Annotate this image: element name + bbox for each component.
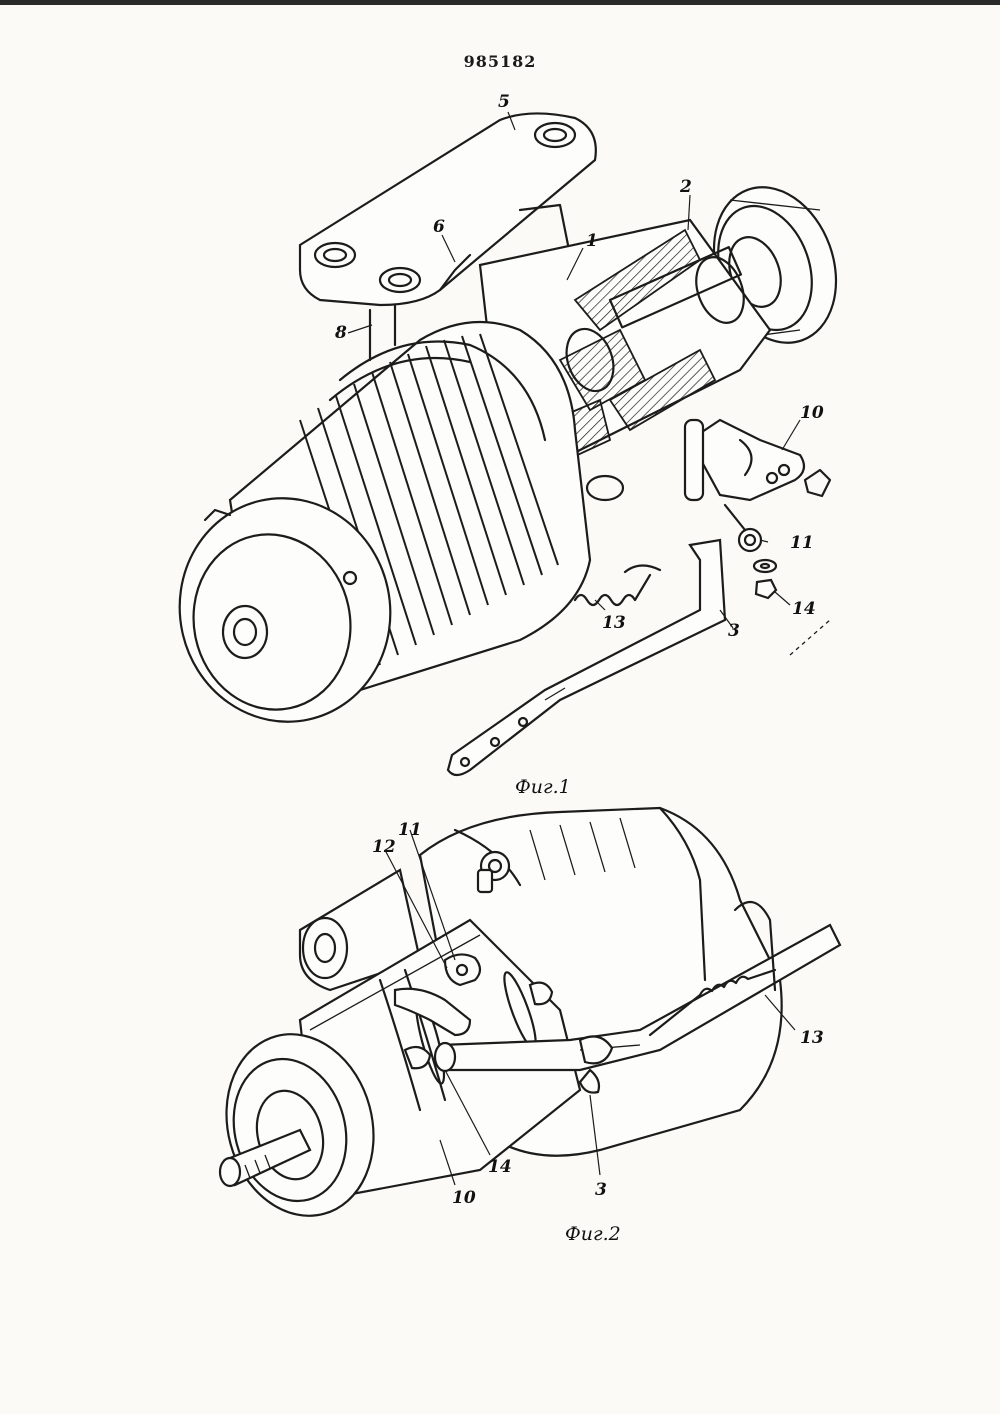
figure-2-caption: Фиг.2	[565, 1223, 621, 1245]
pedal-rod	[433, 923, 842, 1094]
document-number: 985182	[463, 52, 537, 71]
figure-1-label-10: 10	[800, 403, 824, 423]
lever-with-wing-nut	[393, 953, 554, 1070]
spring	[573, 564, 662, 607]
figure-2-label-3: 3	[595, 1180, 607, 1200]
figure-2-label-14: 14	[488, 1157, 512, 1177]
spring	[648, 900, 777, 1037]
figure-1-label-14: 14	[792, 599, 816, 619]
figure-2-drawing: 11 12 13 14 10 3 Фиг.2	[218, 806, 842, 1245]
figure-2-label-13: 13	[800, 1028, 824, 1048]
figure-1-label-6: 6	[433, 217, 445, 237]
top-border-rule	[0, 0, 1000, 5]
figure-1: 5 6 2 1 8 10 11 13 3 14 Фиг.1	[0, 75, 1000, 805]
figure-1-label-1: 1	[586, 231, 598, 251]
figure-1-label-5: 5	[498, 92, 510, 112]
figure-2-label-11: 11	[398, 820, 422, 840]
figure-1-drawing: 5 6 2 1 8 10 11 13 3 14 Фиг.1	[178, 92, 838, 798]
motor-end-cap	[178, 497, 392, 723]
figure-2-label-10: 10	[452, 1188, 476, 1208]
figure-1-label-2: 2	[679, 177, 692, 197]
washer-and-nut	[752, 558, 831, 656]
mounting-bracket	[298, 112, 597, 362]
pedal-rod	[446, 538, 727, 777]
figure-1-caption: Фиг.1	[515, 776, 571, 798]
figure-1-label-3: 3	[728, 621, 740, 641]
front-end-face	[218, 1033, 375, 1217]
figure-2-label-12: 12	[372, 837, 396, 857]
figure-2: 11 12 13 14 10 3 Фиг.2	[0, 800, 1000, 1260]
figure-1-label-13: 13	[602, 613, 626, 633]
lever-assembly	[683, 418, 832, 553]
figure-1-label-8: 8	[334, 323, 347, 343]
bracket-boss	[298, 868, 422, 992]
figure-1-label-11: 11	[790, 533, 814, 553]
